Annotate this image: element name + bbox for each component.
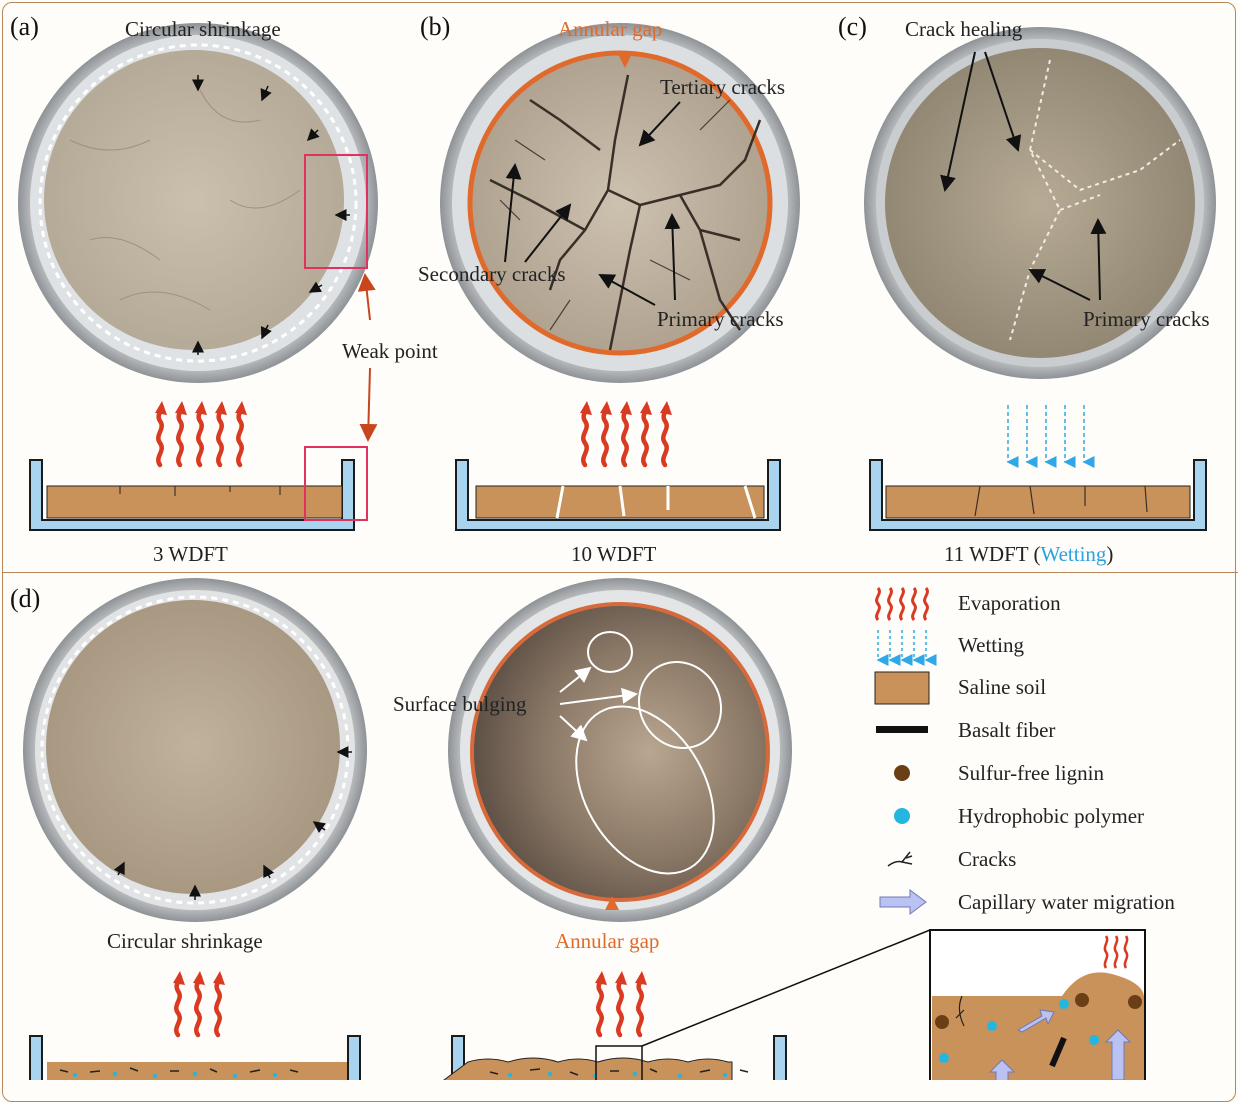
caption-a: 3 WDFT [153, 542, 228, 566]
legend-saline-soil: Saline soil [958, 675, 1047, 699]
polymer-dot-icon [894, 808, 910, 824]
panel-label-b: (b) [420, 12, 451, 41]
primary-cracks-label-b: Primary cracks [657, 307, 784, 331]
dish-d2 [448, 578, 792, 922]
legend-basalt-fiber: Basalt fiber [958, 718, 1056, 742]
caption-b: 10 WDFT [571, 542, 657, 566]
dish-d1 [23, 578, 367, 922]
legend-polymer: Hydrophobic polymer [958, 804, 1145, 828]
wetting-c [1006, 405, 1095, 468]
caption-c-wetting: Wetting [1040, 542, 1107, 566]
container-d1 [29, 1035, 361, 1080]
container-b [455, 459, 781, 531]
wetting-icon [876, 630, 937, 666]
lignin-dot-icon [894, 765, 910, 781]
container-a [29, 446, 368, 531]
evaporation-b [580, 401, 672, 465]
panel-divider [2, 572, 1238, 573]
tertiary-cracks-label: Tertiary cracks [660, 75, 786, 99]
caption-c: 11 WDFT (Wetting) [944, 542, 1113, 567]
annular-gap-label-d: Annular gap [555, 929, 660, 953]
capillary-arrow-icon [879, 889, 927, 915]
circular-shrinkage-label-d: Circular shrinkage [107, 929, 263, 953]
surface-bulging-label: Surface bulging [393, 692, 527, 716]
caption-c-prefix: 11 WDFT ( [944, 542, 1041, 566]
primary-cracks-label-c: Primary cracks [1083, 307, 1210, 331]
circular-shrinkage-label-a: Circular shrinkage [125, 17, 281, 41]
dish-a [18, 23, 378, 383]
secondary-cracks-label: Secondary cracks [418, 262, 566, 286]
evaporation-a [155, 401, 247, 465]
legend-capillary: Capillary water migration [958, 890, 1175, 914]
container-c [869, 459, 1207, 531]
evaporation-d1 [173, 971, 225, 1035]
crack-healing-label: Crack healing [905, 17, 1023, 41]
legend-wetting: Wetting [958, 633, 1024, 657]
panel-label-c: (c) [838, 12, 867, 41]
saline-soil-swatch [874, 671, 930, 705]
weak-point-label: Weak point [342, 339, 438, 363]
dish-b [440, 23, 800, 383]
evaporation-icon [875, 587, 929, 621]
caption-c-suffix: ) [1106, 542, 1114, 566]
zoom-inset [929, 929, 1146, 1080]
panel-label-d: (d) [10, 584, 41, 613]
basalt-fiber-icon [876, 726, 928, 733]
panel-label-a: (a) [10, 12, 39, 41]
legend-evaporation: Evaporation [958, 591, 1061, 615]
dish-c [864, 27, 1216, 379]
legend-lignin: Sulfur-free lignin [958, 761, 1104, 785]
legend-cracks: Cracks [958, 847, 1017, 871]
container-d2 [443, 929, 931, 1080]
annular-gap-label-b: Annular gap [558, 17, 663, 41]
cracks-icon [887, 851, 913, 867]
evaporation-d2 [595, 971, 647, 1035]
